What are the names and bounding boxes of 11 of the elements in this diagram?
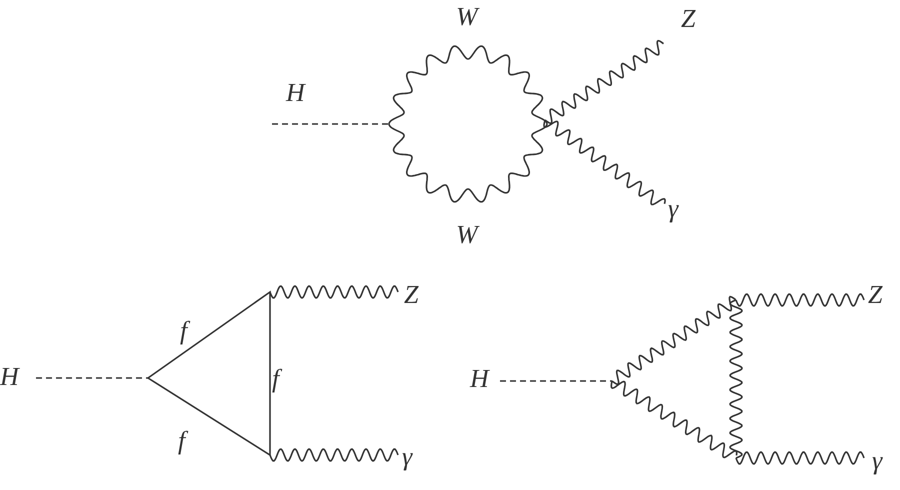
particle-label: Z bbox=[868, 282, 882, 308]
particle-label: W bbox=[456, 4, 478, 30]
particle-label: H bbox=[0, 364, 19, 390]
particle-label: Z bbox=[404, 282, 418, 308]
particle-label: Z bbox=[681, 6, 696, 32]
particle-label: γ bbox=[402, 444, 412, 470]
particle-label: W bbox=[456, 222, 478, 248]
particle-label: γ bbox=[668, 196, 678, 222]
particle-label: H bbox=[286, 80, 305, 106]
particle-label: H bbox=[470, 366, 489, 392]
particle-label: γ bbox=[872, 448, 882, 474]
